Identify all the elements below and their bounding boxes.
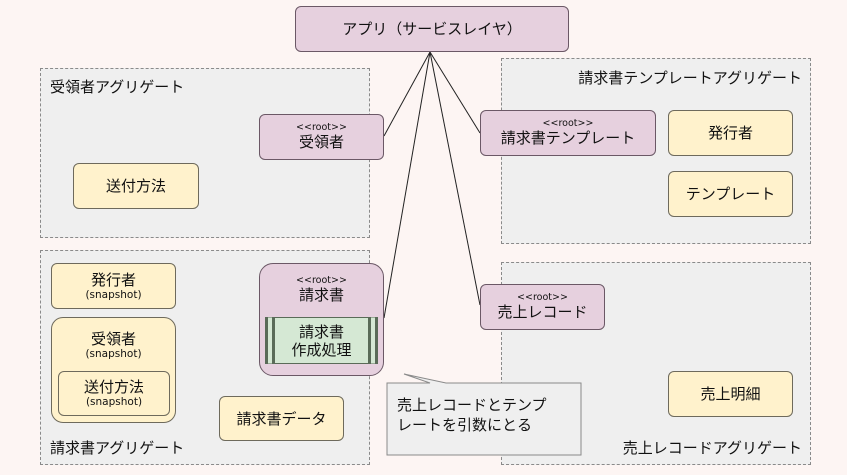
template-root-stereotype: <<root>> [542, 117, 594, 129]
sales-root: <<root>> 売上レコード [480, 284, 605, 330]
callout-line1: 売上レコードとテンプ [397, 396, 547, 414]
sales-root-label: 売上レコード [497, 303, 588, 322]
template-issuer: 発行者 [668, 110, 793, 156]
sales-detail-label: 売上明細 [700, 385, 761, 403]
callout-shape [386, 373, 582, 456]
line-app-to-recipient [383, 51, 431, 137]
recipient-send-method-label: 送付方法 [105, 177, 166, 195]
invoice-data: 請求書データ [219, 396, 344, 441]
template-aggregate-title: 請求書テンプレートアグリゲート [578, 69, 802, 87]
recipient-aggregate-title: 受領者アグリゲート [50, 78, 185, 96]
sales-root-stereotype: <<root>> [517, 291, 568, 303]
invoice-issuer-snapshot: 発行者 (snapshot) [51, 263, 176, 309]
invoice-send-label: 送付方法 [83, 378, 144, 397]
template-issuer-label: 発行者 [707, 124, 753, 142]
template-template-label: テンプレート [685, 185, 776, 203]
sales-aggregate-title: 売上レコードアグリゲート [622, 439, 802, 457]
line-app-to-template [429, 51, 481, 134]
callout-line2: レートを引数にとる [397, 415, 533, 434]
template-root: <<root>> 請求書テンプレート [480, 110, 656, 156]
invoice-root-label: 請求書 [298, 286, 344, 305]
invoice-data-label: 請求書データ [236, 409, 327, 428]
invoice-recipient-snap: (snapshot) [85, 348, 142, 360]
callout-note: 売上レコードとテンプ レートを引数にとる [397, 396, 547, 435]
line-app-to-sales [429, 51, 481, 306]
template-root-label: 請求書テンプレート [500, 129, 636, 148]
invoice-aggregate-title: 請求書アグリゲート [50, 439, 185, 457]
app-label: アプリ（サービスレイヤ） [342, 20, 522, 38]
invoice-send-method-snapshot: 送付方法 (snapshot) [58, 371, 170, 416]
recipient-root-stereotype: <<root>> [296, 121, 347, 133]
line-app-to-invoice [383, 51, 431, 319]
invoice-process-line1: 請求書 [298, 322, 344, 341]
invoice-send-snap: (snapshot) [85, 396, 143, 409]
sales-detail: 売上明細 [668, 371, 793, 417]
invoice-root-stereotype: <<root>> [296, 275, 347, 286]
invoice-create-process: 請求書 作成処理 [265, 317, 378, 364]
invoice-issuer-label: 発行者 [90, 270, 136, 289]
app-service-layer: アプリ（サービスレイヤ） [295, 6, 569, 52]
invoice-process-line2: 作成処理 [291, 340, 352, 359]
template-template: テンプレート [668, 171, 793, 217]
recipient-root-label: 受領者 [298, 133, 344, 152]
invoice-issuer-snap: (snapshot) [85, 288, 142, 301]
recipient-root: <<root>> 受領者 [259, 114, 384, 160]
recipient-send-method: 送付方法 [73, 163, 199, 209]
invoice-recipient-label: 受領者 [90, 330, 136, 348]
